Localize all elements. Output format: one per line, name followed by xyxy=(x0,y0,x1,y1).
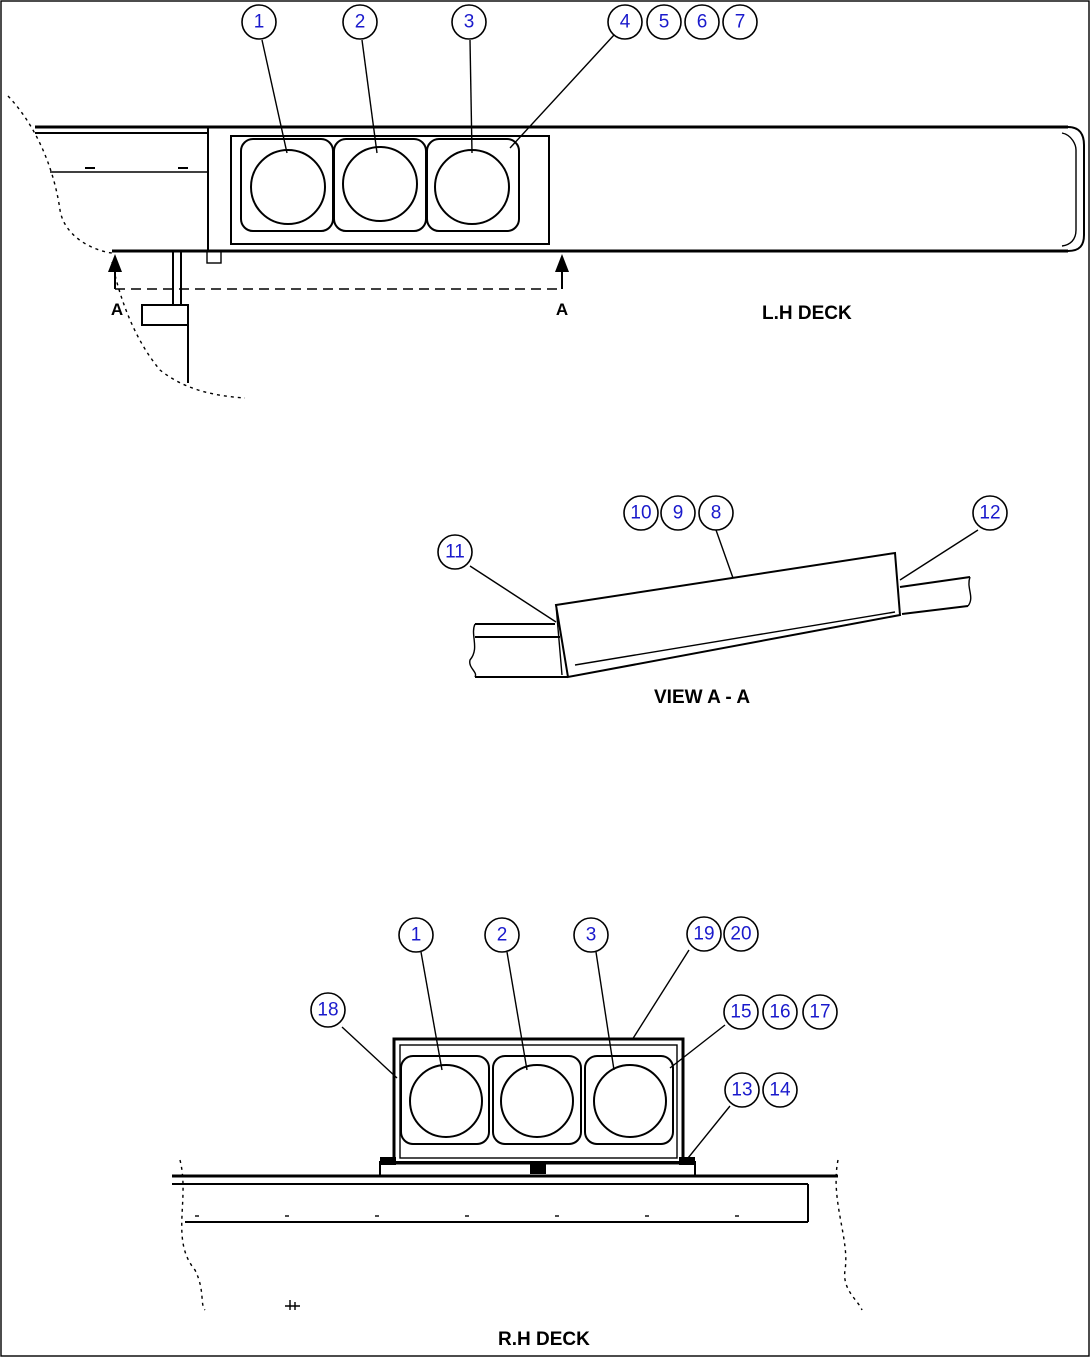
callout-view-10: 10 xyxy=(623,495,659,531)
callout-rh-16: 16 xyxy=(762,994,798,1030)
svg-text:1: 1 xyxy=(411,925,422,946)
svg-text:1: 1 xyxy=(254,12,265,33)
svg-text:7: 7 xyxy=(735,12,746,33)
callout-lh-7: 7 xyxy=(722,4,758,40)
svg-text:17: 17 xyxy=(809,1002,830,1023)
callout-view-9: 9 xyxy=(660,495,696,531)
svg-text:4: 4 xyxy=(620,12,631,33)
svg-text:20: 20 xyxy=(730,924,751,945)
callout-lh-6: 6 xyxy=(684,4,720,40)
svg-text:8: 8 xyxy=(711,503,722,524)
svg-text:3: 3 xyxy=(464,12,475,33)
svg-text:9: 9 xyxy=(673,503,684,524)
callout-lh-2: 2 xyxy=(342,4,378,40)
callout-rh-1: 1 xyxy=(398,917,434,953)
callout-lh-4: 4 xyxy=(607,4,643,40)
svg-text:18: 18 xyxy=(317,1000,338,1021)
svg-text:2: 2 xyxy=(497,925,508,946)
callout-rh-14: 14 xyxy=(762,1072,798,1108)
svg-text:16: 16 xyxy=(769,1002,790,1023)
lh-deck-drawing: A A L.H DECK xyxy=(7,34,1085,399)
lh-deck-caption: L.H DECK xyxy=(762,303,852,324)
svg-text:11: 11 xyxy=(445,542,465,563)
svg-text:12: 12 xyxy=(979,503,1000,524)
callout-rh-3: 3 xyxy=(573,917,609,953)
callout-lh-3: 3 xyxy=(451,4,487,40)
svg-text:6: 6 xyxy=(697,12,708,33)
view-aa-caption: VIEW A - A xyxy=(654,687,750,708)
section-letter-left: A xyxy=(111,300,123,319)
svg-text:15: 15 xyxy=(730,1002,751,1023)
view-aa-drawing: VIEW A - A xyxy=(469,529,979,708)
callout-rh-17: 17 xyxy=(802,994,838,1030)
svg-text:19: 19 xyxy=(693,924,714,945)
callout-rh-19: 19 xyxy=(686,916,722,952)
callout-view-8: 8 xyxy=(698,495,734,531)
svg-text:13: 13 xyxy=(731,1080,752,1101)
callout-lh-5: 5 xyxy=(646,4,682,40)
callout-rh-18: 18 xyxy=(310,992,346,1028)
callout-rh-15: 15 xyxy=(723,994,759,1030)
callout-view-11: 11 xyxy=(437,534,473,570)
svg-text:14: 14 xyxy=(769,1080,791,1101)
callout-view-12: 12 xyxy=(972,495,1008,531)
svg-text:5: 5 xyxy=(659,12,670,33)
rh-deck-caption: R.H DECK xyxy=(498,1329,590,1350)
rh-deck-drawing: R.H DECK xyxy=(172,949,863,1350)
section-letter-right: A xyxy=(556,300,568,319)
callout-balloons: 1 2 3 4 5 6 7 10 9 8 11 12 1 2 3 19 20 1… xyxy=(241,4,1008,1108)
svg-text:2: 2 xyxy=(355,12,366,33)
callout-rh-20: 20 xyxy=(723,916,759,952)
callout-rh-2: 2 xyxy=(484,917,520,953)
callout-rh-13: 13 xyxy=(724,1072,760,1108)
svg-text:10: 10 xyxy=(630,503,651,524)
svg-text:3: 3 xyxy=(586,925,597,946)
callout-lh-1: 1 xyxy=(241,4,277,40)
